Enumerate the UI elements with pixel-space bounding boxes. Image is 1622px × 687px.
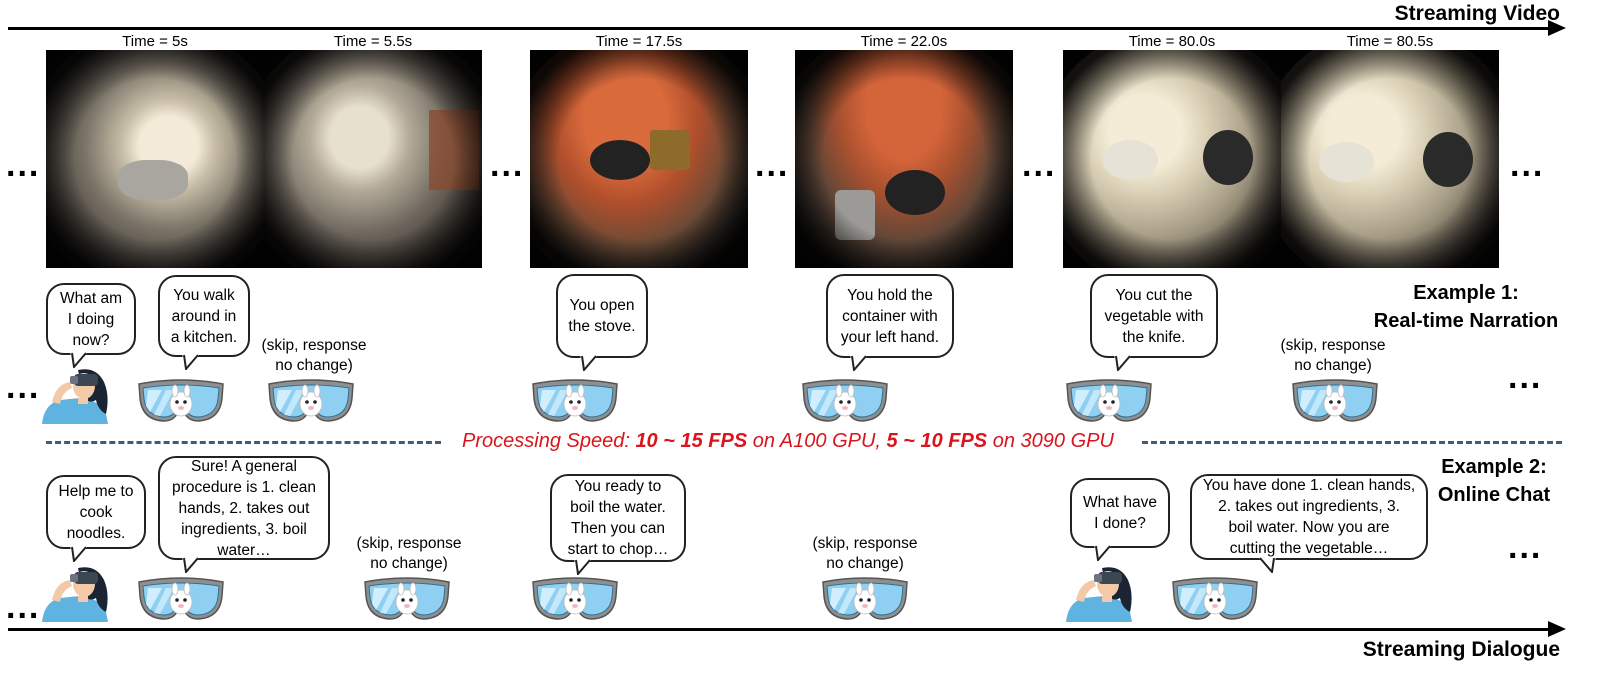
- time-label-3: Time = 17.5s: [595, 33, 683, 50]
- video-frame-2: [264, 50, 482, 268]
- llama-goggles-icon: [1064, 376, 1154, 426]
- llama-goggles-icon: [820, 574, 910, 624]
- example2-response-3: You have done 1. clean hands,2. takes ou…: [1190, 474, 1428, 573]
- streaming-dialogue-label: Streaming Dialogue: [1362, 638, 1560, 661]
- time-label-6: Time = 80.5s: [1346, 33, 1434, 50]
- llama-goggles-icon: [800, 376, 890, 426]
- time-label-5: Time = 80.0s: [1128, 33, 1216, 50]
- user-vr-headset-icon: [40, 364, 120, 424]
- example2-title: Example 2: Online Chat: [1437, 456, 1551, 506]
- bottom-timeline-arrowhead: [1548, 621, 1566, 637]
- llama-goggles-icon: [362, 574, 452, 624]
- processing-speed-note: Processing Speed: 10 ~ 15 FPS on A100 GP…: [462, 430, 1114, 452]
- streaming-video-label: Streaming Video: [1394, 2, 1560, 25]
- divider-right: [1142, 441, 1562, 444]
- ellipsis-row1-right: ...: [1508, 358, 1543, 396]
- divider-left: [46, 441, 441, 444]
- ellipsis-frames-gap2: ...: [755, 146, 790, 184]
- ellipsis-row1-left: ...: [6, 368, 41, 406]
- llama-goggles-icon: [1170, 574, 1260, 624]
- video-frame-1: [46, 50, 264, 268]
- video-frame-6: [1281, 50, 1499, 268]
- time-label-1: Time = 5s: [122, 33, 188, 50]
- top-timeline-arrowhead: [1548, 20, 1566, 36]
- video-frame-3: [530, 50, 748, 268]
- ellipsis-frames-gap1: ...: [490, 146, 525, 184]
- example1-title: Example 1: Real-time Narration: [1373, 282, 1559, 332]
- llama-goggles-icon: [136, 574, 226, 624]
- ellipsis-frames-left: ...: [6, 146, 41, 184]
- user-vr-headset-icon: [40, 562, 120, 622]
- llama-goggles-icon: [530, 574, 620, 624]
- ellipsis-row2-right: ...: [1508, 528, 1543, 566]
- bottom-timeline-axis: [8, 628, 1553, 631]
- llama-goggles-icon: [1290, 376, 1380, 426]
- top-timeline-axis: [8, 27, 1553, 30]
- time-label-2: Time = 5.5s: [333, 33, 413, 50]
- video-frame-5: [1063, 50, 1281, 268]
- video-frame-4: [795, 50, 1013, 268]
- time-label-4: Time = 22.0s: [860, 33, 948, 50]
- user-vr-headset-icon: [1064, 562, 1144, 622]
- ellipsis-frames-right: ...: [1510, 146, 1545, 184]
- ellipsis-frames-gap3: ...: [1022, 146, 1057, 184]
- llama-goggles-icon: [136, 376, 226, 426]
- ellipsis-row2-left: ...: [6, 588, 41, 626]
- llama-goggles-icon: [266, 376, 356, 426]
- llama-goggles-icon: [530, 376, 620, 426]
